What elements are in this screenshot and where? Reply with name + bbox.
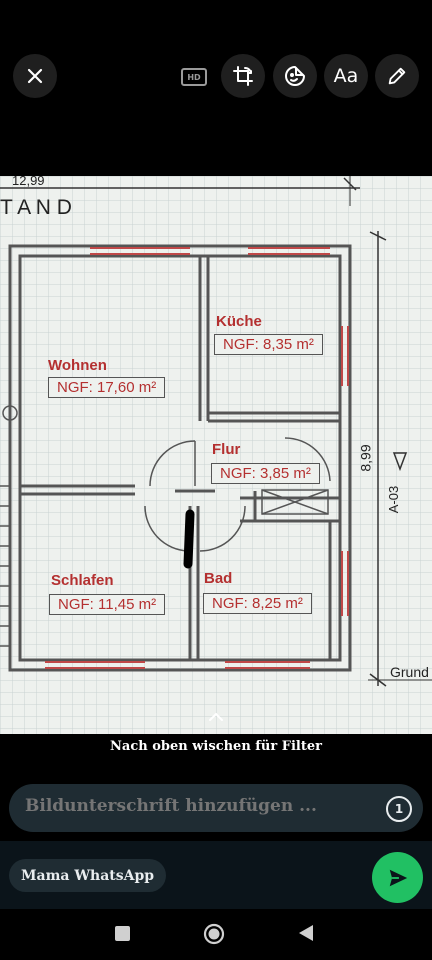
room-name-bad: Bad	[204, 570, 233, 587]
home-button[interactable]	[203, 923, 225, 945]
room-name-kueche: Küche	[216, 313, 262, 330]
home-icon	[203, 923, 225, 945]
back-button[interactable]	[297, 923, 315, 943]
floor-plan-drawing	[0, 176, 432, 734]
room-area-bad: NGF: 8,25 m²	[203, 593, 312, 614]
crop-rotate-icon	[233, 66, 253, 86]
caption-input[interactable]	[25, 796, 345, 816]
recipient-chip[interactable]: Mama WhatsApp	[9, 859, 167, 892]
dimension-right-label: 8,99	[357, 444, 374, 472]
filter-hint: Nach oben wischen für Filter	[110, 739, 322, 754]
recipient-name: Mama WhatsApp	[21, 867, 155, 884]
hd-label: HD	[187, 72, 201, 82]
view-once-button[interactable]: 1	[386, 796, 412, 822]
axis-label: A-03	[386, 485, 402, 514]
crop-rotate-button[interactable]	[221, 54, 265, 98]
recents-button[interactable]	[115, 926, 130, 941]
send-button[interactable]	[372, 852, 423, 903]
room-name-wohnen: Wohnen	[48, 357, 107, 374]
room-name-flur: Flur	[212, 441, 241, 458]
close-button[interactable]	[13, 54, 57, 98]
room-area-kueche: NGF: 8,35 m²	[214, 334, 323, 355]
hd-toggle[interactable]: HD	[181, 68, 207, 86]
room-area-schlafen: NGF: 11,45 m²	[49, 594, 166, 615]
draw-button[interactable]	[375, 54, 419, 98]
pencil-icon	[388, 67, 406, 85]
chevron-up-icon	[209, 713, 223, 721]
send-bar: Mama WhatsApp	[0, 841, 432, 909]
text-tool-label: Aa	[333, 65, 359, 87]
floor-plan-image[interactable]: 12,99 T A N D Küche NGF: 8,35 m² Wohnen …	[0, 176, 432, 734]
caption-bar: 1	[9, 784, 423, 832]
grund-label: Grund	[390, 664, 429, 680]
room-name-schlafen: Schlafen	[51, 572, 114, 589]
room-area-flur: NGF: 3,85 m²	[211, 463, 320, 484]
dimension-top-label: 12,99	[12, 176, 45, 188]
swipe-up-handle[interactable]	[0, 708, 432, 727]
room-area-wohnen: NGF: 17,60 m²	[48, 377, 166, 398]
close-icon	[27, 68, 43, 84]
send-icon	[389, 869, 407, 886]
view-once-label: 1	[394, 802, 404, 816]
text-tool-button[interactable]: Aa	[324, 54, 368, 98]
sticker-button[interactable]	[273, 54, 317, 98]
sticker-icon	[285, 66, 305, 86]
heading-label: T A N D	[0, 196, 72, 219]
system-navbar	[0, 909, 432, 960]
back-icon	[299, 925, 313, 941]
